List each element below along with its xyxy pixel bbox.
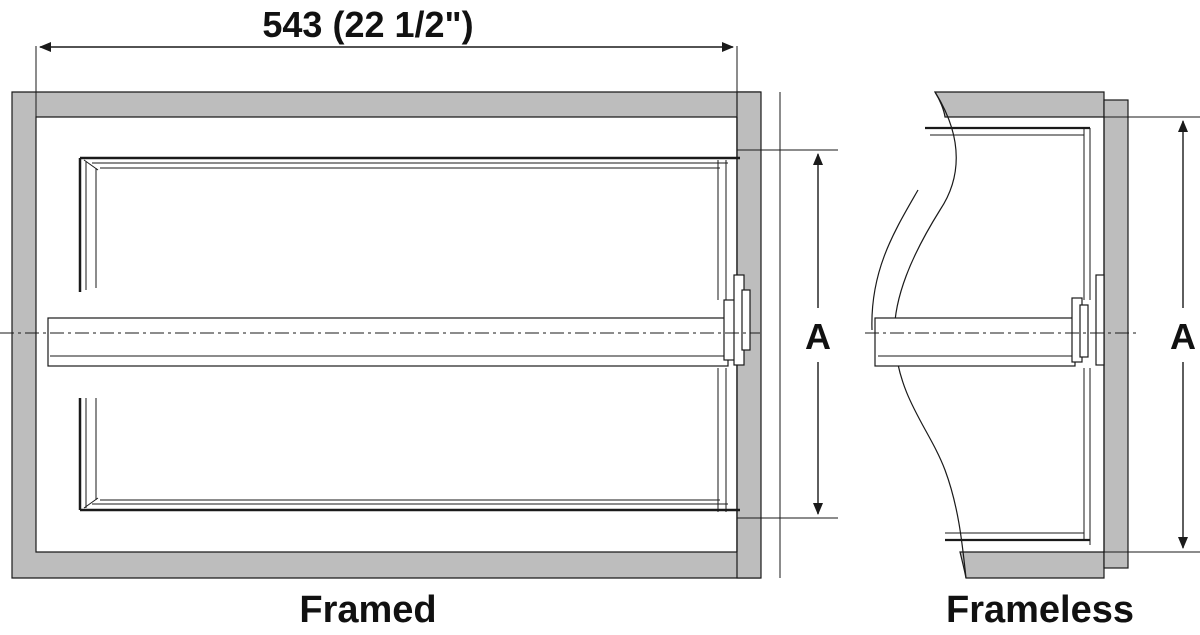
framed-upper-basket [78, 156, 740, 300]
framed-height-dimension: A [737, 92, 838, 578]
frameless-top-wall [933, 91, 1105, 118]
width-dimension-label: 543 (22 1/2") [262, 4, 473, 45]
framed-cabinet: 543 (22 1/2") A Framed [0, 4, 838, 631]
frameless-cabinet: A Frameless [865, 91, 1200, 631]
framed-lower-basket [78, 368, 740, 512]
framed-height-label: A [805, 316, 831, 357]
frameless-bottom-wall [959, 551, 1105, 579]
caption-frameless: Frameless [946, 589, 1134, 631]
frameless-height-dimension: A [1104, 116, 1200, 553]
width-dimension: 543 (22 1/2") [35, 4, 738, 117]
frameless-side-wall [1103, 99, 1129, 569]
frameless-center-rail [874, 317, 1076, 367]
framed-center-rail [0, 274, 760, 367]
caption-framed: Framed [299, 589, 436, 631]
frameless-height-label: A [1170, 316, 1196, 357]
